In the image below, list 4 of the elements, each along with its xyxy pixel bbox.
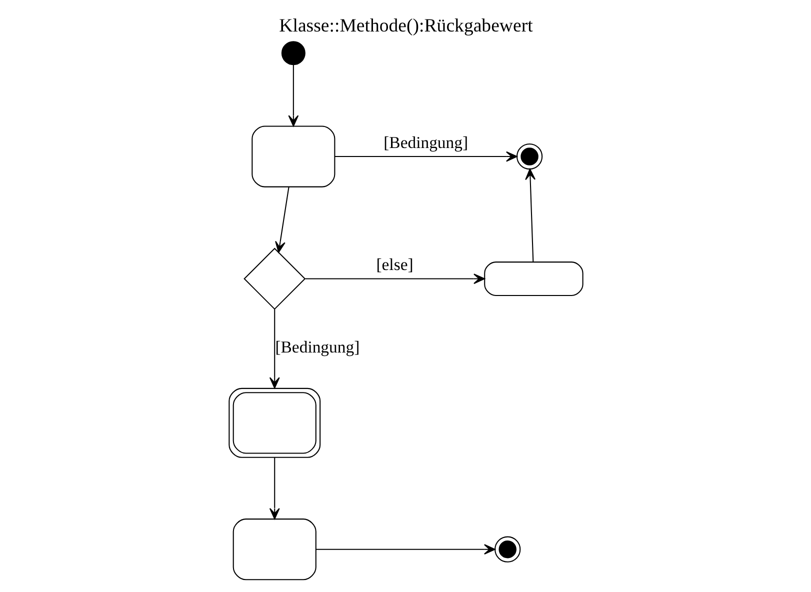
edge-label: [else] (376, 255, 413, 274)
diagram-title: Klasse::Methode():Rückgabewert (278, 16, 532, 37)
edge-label: [Bedingung] (274, 338, 360, 357)
edge-label: [Bedingung] (383, 132, 468, 152)
